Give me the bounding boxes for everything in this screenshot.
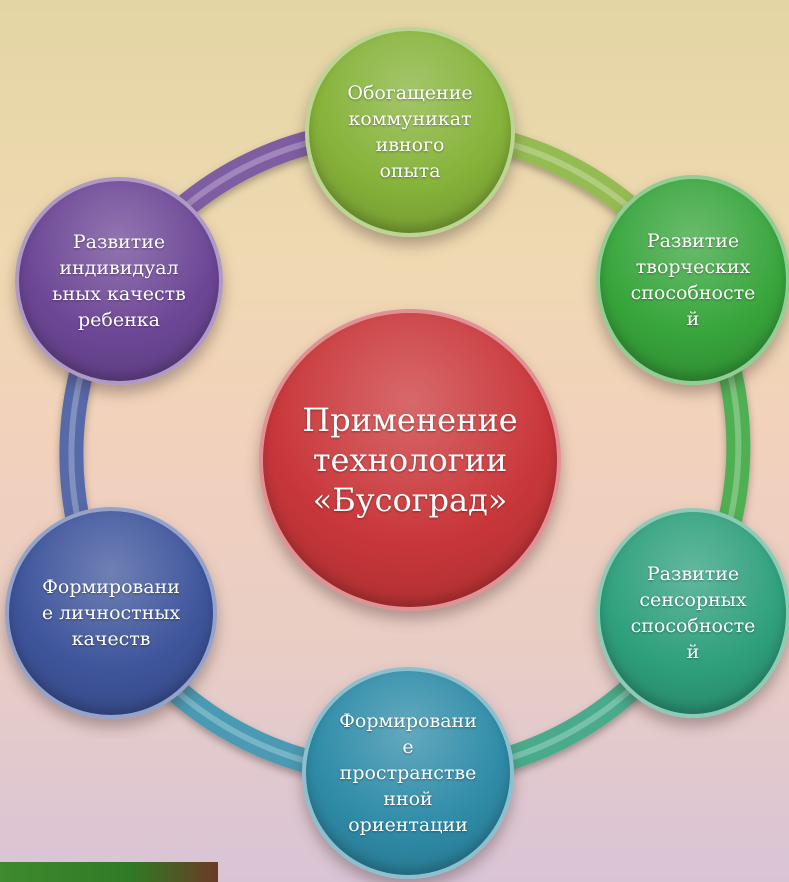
node-upper-left-label: Развитие индивидуал ьных качеств ребенка [52, 231, 186, 331]
node-top-label: Обогащение коммуникат ивного опыта [347, 82, 473, 182]
node-lower-right-label: Развитие сенсорных способносте й [630, 563, 756, 663]
node-upper-right: Развитие творческих способносте й [596, 175, 789, 385]
node-bottom-label: Формировани е пространстве нной ориентац… [339, 710, 477, 836]
node-lower-left: Формировани е личностных качеств [5, 507, 217, 719]
center-node-label: Применение технологии «Бусоград» [302, 401, 518, 519]
node-bottom: Формировани е пространстве нной ориентац… [302, 667, 514, 879]
node-lower-left-label: Формировани е личностных качеств [41, 576, 181, 650]
node-upper-left: Развитие индивидуал ьных качеств ребенка [15, 177, 223, 385]
node-upper-right-label: Развитие творческих способносте й [630, 230, 756, 330]
center-node: Применение технологии «Бусоград» [259, 309, 561, 611]
node-top: Обогащение коммуникат ивного опыта [305, 27, 515, 237]
photo-thumbnail-fragment [0, 862, 218, 882]
node-lower-right: Развитие сенсорных способносте й [596, 508, 789, 718]
